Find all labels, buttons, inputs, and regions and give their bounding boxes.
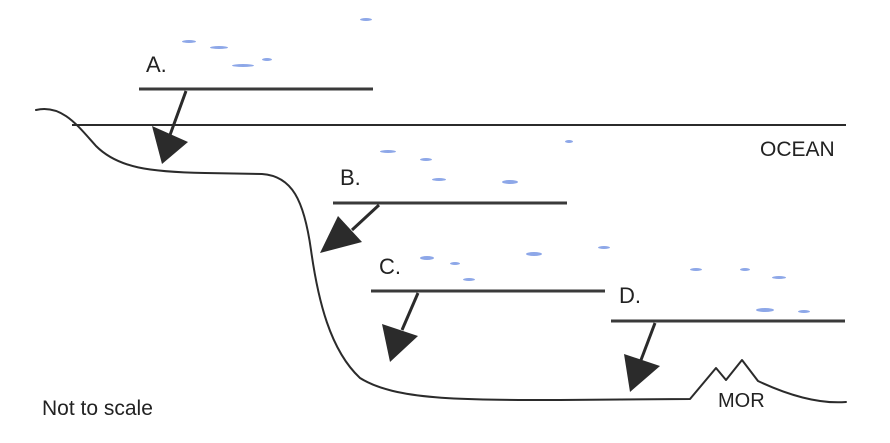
mor-label: MOR — [718, 390, 765, 412]
pointer-arrow-c — [382, 292, 420, 362]
pointer-arrow-a — [152, 90, 188, 164]
scale-note: Not to scale — [42, 397, 153, 420]
seafloor-profile — [35, 108, 847, 404]
label-d: D. — [619, 283, 641, 308]
ocean-label: OCEAN — [760, 138, 835, 161]
pointer-arrow-d — [624, 322, 660, 392]
pointer-arrow-b — [320, 203, 381, 253]
label-c: C. — [379, 254, 401, 279]
label-b: B. — [340, 165, 361, 190]
label-a: A. — [146, 52, 167, 77]
